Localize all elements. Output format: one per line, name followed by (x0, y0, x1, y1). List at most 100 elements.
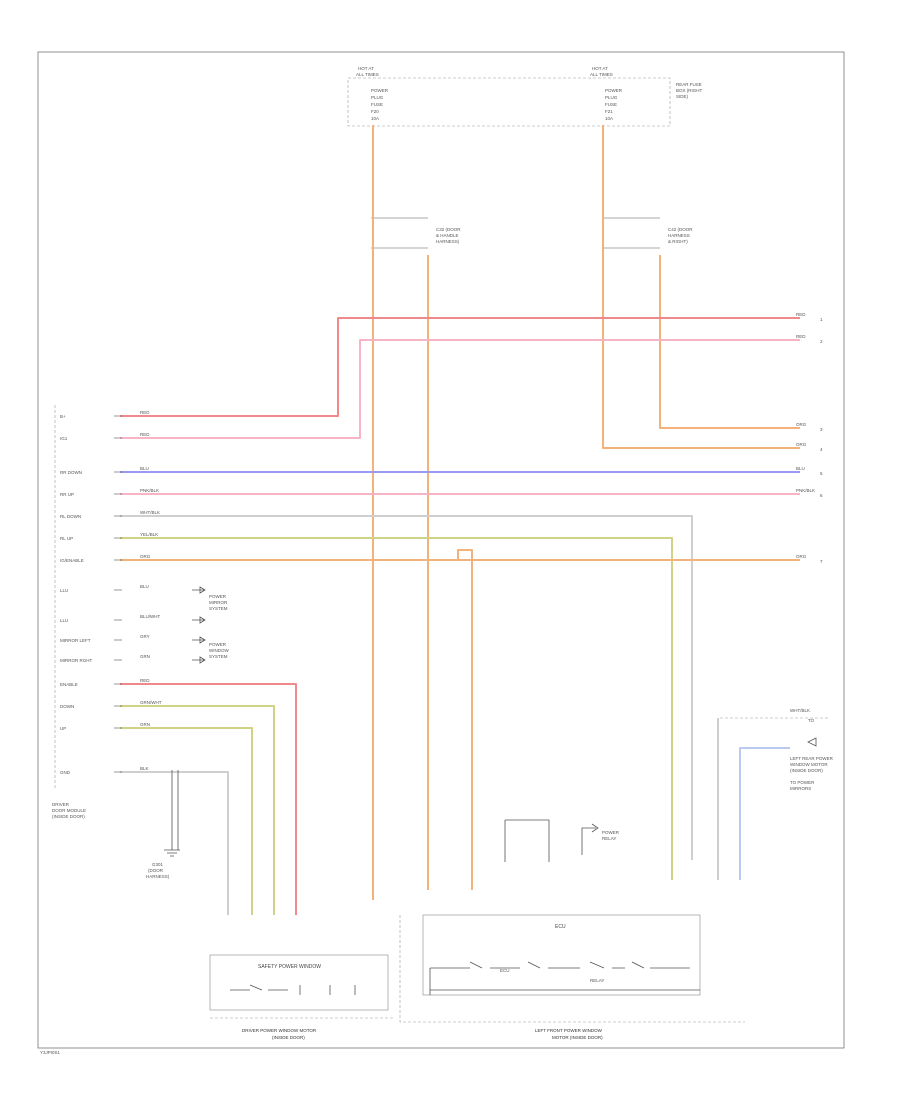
power-window-ref: POWER WINDOW SYSTEM (192, 636, 229, 664)
inline-connector-right: C42 (DOOR HARNESS & RIGHT) (603, 217, 693, 249)
wire-code: GRN/WHT (140, 700, 162, 705)
pin-label: ENABLE (60, 682, 78, 687)
ground-symbol: G301 (DOOR HARNESS) (146, 770, 180, 879)
svg-text:SAFETY POWER WINDOW: SAFETY POWER WINDOW (258, 964, 321, 970)
svg-text:F21: F21 (605, 109, 613, 114)
svg-text:PLUG: PLUG (605, 95, 618, 100)
right-pin-number: 7 (820, 559, 823, 564)
wire-orange-drop (457, 549, 473, 890)
power-window-motor: ECU ECU RELAY LEFT FRONT POWER WINDOW MO… (399, 914, 745, 1040)
svg-text:LEFT REAR POWER: LEFT REAR POWER (790, 756, 834, 761)
svg-text:REAR FUSE: REAR FUSE (676, 82, 702, 87)
svg-text:ALL TIMES: ALL TIMES (590, 72, 613, 77)
svg-text:(DOOR: (DOOR (148, 868, 164, 873)
svg-text:WHT/BLK: WHT/BLK (790, 708, 810, 713)
right-pin-number: 1 (820, 317, 823, 322)
driver-door-module: DRIVER DOOR MODULE (INSIDE DOOR) (52, 405, 86, 819)
right-pin-number: 3 (820, 427, 823, 432)
wire-olive-down (120, 705, 275, 915)
svg-text:10A: 10A (371, 116, 379, 121)
right-pin-number: 2 (820, 339, 823, 344)
svg-text:& HANDLE: & HANDLE (436, 233, 459, 238)
svg-text:(INSIDE DOOR): (INSIDE DOOR) (52, 814, 85, 819)
svg-text:ECU: ECU (500, 968, 510, 973)
power-mirror-ref: POWER MIRROR SYSTEM (192, 586, 228, 624)
svg-text:RELAY: RELAY (602, 836, 616, 841)
wire-code: PNK/BLK (140, 488, 159, 493)
svg-text:(INSIDE DOOR): (INSIDE DOOR) (790, 768, 823, 773)
svg-text:LEFT FRONT POWER WINDOW: LEFT FRONT POWER WINDOW (535, 1028, 603, 1033)
wire-lightblue-mirror (739, 747, 790, 880)
right-wire-code: RED (796, 312, 806, 317)
wire-code: ORG (140, 554, 151, 559)
footer-code: Y3JPI0S1 (40, 1050, 61, 1055)
svg-text:RELAY: RELAY (590, 978, 604, 983)
svg-text:10A: 10A (605, 116, 613, 121)
wire-grey-rldown (120, 515, 693, 860)
wire-inline-right (659, 255, 800, 429)
wire-layer (120, 125, 800, 915)
wire-olive-rlup (120, 537, 673, 880)
right-pin-number: 5 (820, 471, 823, 476)
wire-code: BLK (140, 766, 149, 771)
svg-text:HARNESS: HARNESS (668, 233, 690, 238)
right-wire-code: PNK/BLK (796, 488, 815, 493)
svg-text:ALL TIMES: ALL TIMES (356, 72, 379, 77)
svg-text:WINDOW MOTOR: WINDOW MOTOR (790, 762, 828, 767)
inline-connector-left: C32 (DOOR & HANDLE HARNESS) (371, 217, 461, 249)
svg-text:FUSE: FUSE (371, 102, 383, 107)
svg-text:HARNESS): HARNESS) (146, 874, 170, 879)
wire-code: RED (140, 410, 150, 415)
svg-text:SYSTEM: SYSTEM (209, 606, 228, 611)
wire-olive-up (120, 727, 253, 915)
wire-code: BLU (140, 584, 149, 589)
svg-text:WINDOW: WINDOW (209, 648, 229, 653)
svg-text:& RIGHT): & RIGHT) (668, 239, 688, 244)
svg-text:MIRRORS: MIRRORS (790, 786, 811, 791)
svg-text:DRIVER: DRIVER (52, 802, 70, 807)
pin-label: IG/ENABLE (60, 558, 84, 563)
wire-grey-gnd (120, 771, 229, 915)
svg-text:C42 (DOOR: C42 (DOOR (668, 227, 693, 232)
diagram-border (37, 51, 845, 1049)
right-wire-code: ORG (796, 554, 807, 559)
svg-text:SYSTEM: SYSTEM (209, 654, 228, 659)
svg-text:BOX (RIGHT: BOX (RIGHT (676, 88, 703, 93)
pin-label: IG1 (60, 436, 68, 441)
svg-text:G301: G301 (152, 862, 164, 867)
right-pin-number: 4 (820, 447, 823, 452)
pin-label: RL DOWN (60, 514, 81, 519)
wire-code: RED (140, 432, 150, 437)
svg-text:HARNESS): HARNESS) (436, 239, 460, 244)
svg-text:POWER: POWER (605, 88, 623, 93)
svg-text:DRIVER POWER WINDOW MOTOR: DRIVER POWER WINDOW MOTOR (242, 1028, 317, 1033)
pin-label: RR DOWN (60, 470, 82, 475)
wire-code: WHT/BLK (140, 510, 160, 515)
svg-text:MIRROR: MIRROR (209, 600, 228, 605)
pin-label: UP (60, 726, 66, 731)
wire-code: GRN (140, 654, 150, 659)
right-wire-code: ORG (796, 422, 807, 427)
wire-code: BLU/WHT (140, 614, 161, 619)
pin-label: LLU (60, 588, 68, 593)
rear-window-ref: WHT/BLK TO LEFT REAR POWER WINDOW MOTOR … (720, 708, 834, 791)
wire-code: RED (140, 678, 150, 683)
wire-red-b (120, 317, 800, 417)
pin-label: GND (60, 770, 71, 775)
svg-text:ECU: ECU (555, 924, 566, 930)
svg-text:MOTOR (INSIDE DOOR): MOTOR (INSIDE DOOR) (552, 1035, 603, 1040)
pin-label: MIRROR RGHT (60, 658, 92, 663)
svg-text:F20: F20 (371, 109, 379, 114)
svg-text:POWER: POWER (209, 642, 227, 647)
svg-text:TO POWER: TO POWER (790, 780, 815, 785)
fuse-module-left: HOT AT ALL TIMES POWER PLUG FUSE F20 10A (347, 66, 671, 127)
pin-label: MIRROR LEFT (60, 638, 91, 643)
safety-window-switch: SAFETY POWER WINDOW DRIVER POWER WINDOW … (209, 954, 395, 1040)
fuse-module-right: HOT AT ALL TIMES POWER PLUG FUSE F21 10A… (590, 66, 703, 121)
wire-code: YEL/BLK (140, 532, 158, 537)
svg-text:DOOR MODULE: DOOR MODULE (52, 808, 86, 813)
svg-text:HOT AT: HOT AT (592, 66, 608, 71)
